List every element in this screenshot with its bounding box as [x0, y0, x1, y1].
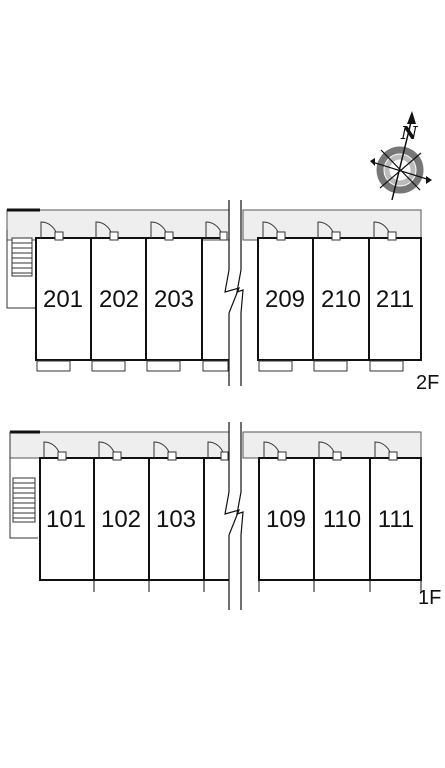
unit-109: 109: [258, 441, 315, 592]
unit-101: 101: [39, 441, 95, 592]
unit-number: 102: [101, 506, 141, 533]
compass-north-label: N: [400, 123, 419, 144]
unit-210: 210: [312, 221, 370, 372]
staircase-2f: [6, 230, 36, 309]
unit-number: 209: [265, 286, 305, 313]
break-symbol-1f: [224, 422, 244, 610]
unit-number: 109: [266, 506, 306, 533]
floor-label-2f: 2F: [416, 372, 439, 394]
unit-211: 211: [368, 221, 422, 372]
unit-110: 110: [313, 441, 371, 592]
unit-103: 103: [148, 441, 205, 592]
unit-1f-partial: [203, 441, 230, 581]
unit-number: 203: [154, 286, 194, 313]
staircase-1f: [9, 432, 38, 539]
unit-203: 203: [145, 221, 203, 372]
floor-label-1f: 1F: [418, 587, 441, 609]
unit-202: 202: [90, 221, 147, 372]
north-arrow-compass-icon: N: [370, 111, 432, 201]
unit-number: 103: [156, 506, 196, 533]
unit-number: 101: [46, 506, 86, 533]
unit-209: 209: [257, 221, 314, 372]
unit-111: 111: [369, 441, 422, 592]
unit-2f-partial: [201, 221, 230, 372]
unit-102: 102: [93, 441, 150, 592]
unit-number: 201: [43, 286, 83, 313]
unit-number: 211: [376, 286, 414, 313]
unit-number: 110: [323, 506, 361, 533]
unit-number: 202: [99, 286, 139, 313]
unit-number: 210: [321, 286, 361, 313]
floor-2f: 201 202 203 209: [6, 200, 439, 394]
floor-1f: 101 102 103 109: [9, 422, 441, 610]
unit-number: 111: [378, 506, 414, 533]
unit-201: 201: [35, 221, 92, 372]
break-symbol-2f: [224, 200, 244, 386]
